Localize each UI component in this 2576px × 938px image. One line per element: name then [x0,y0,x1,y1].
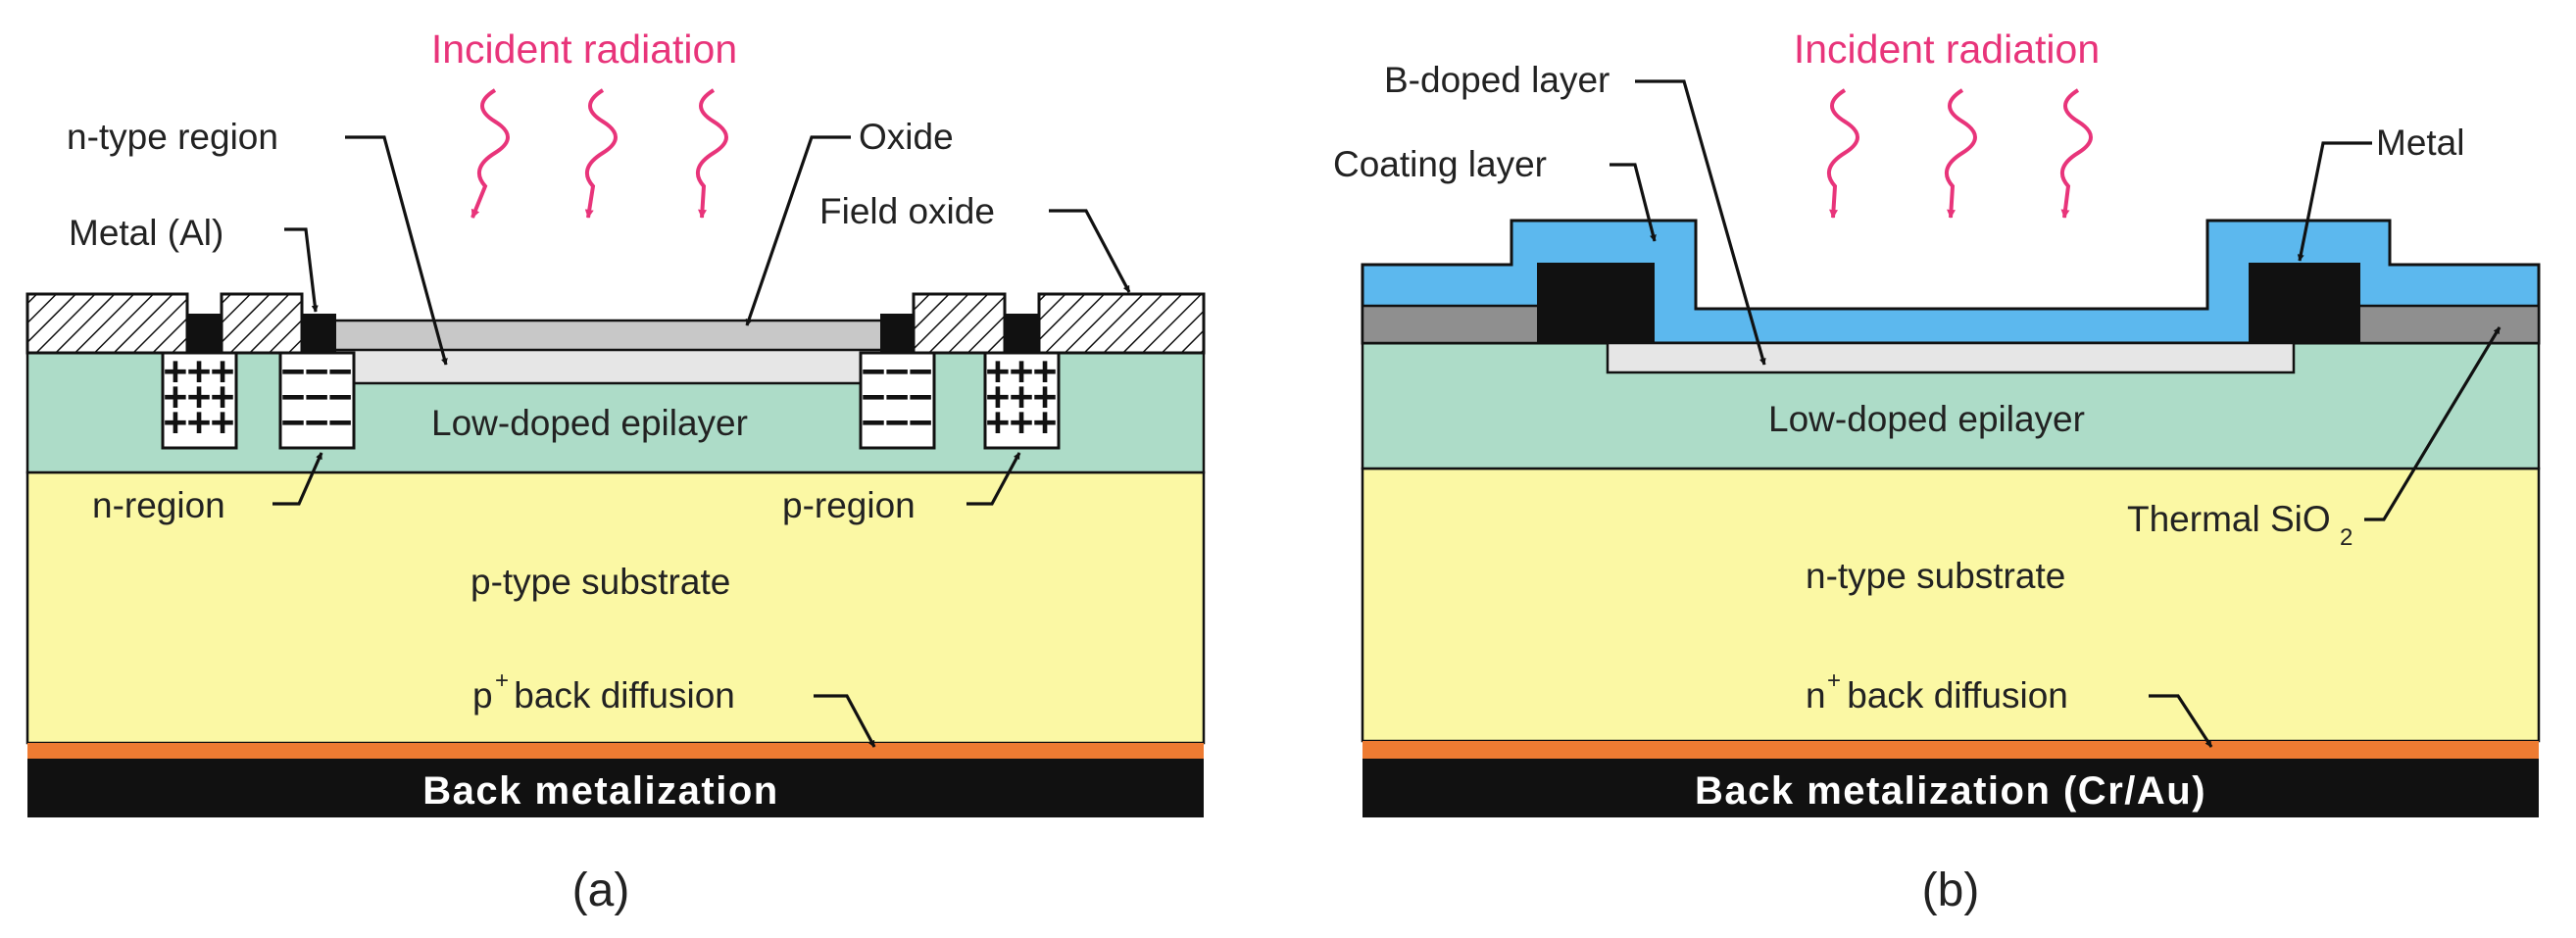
minus-signs: −−− [862,349,932,394]
a-radiation-arrows [471,88,728,219]
a-field-oxide-1 [25,292,189,355]
a-epilayer-label: Low-doped epilayer [431,403,748,443]
a-back-metal [27,759,1204,817]
plus-signs: +++ [986,349,1057,394]
b-leader-back-diffusion [2149,694,2213,748]
a-metal-contact-2 [302,314,336,353]
b-metal-label: Metal [2376,123,2464,163]
svg-text:back diffusion: back diffusion [1837,675,2068,716]
panel-b: Incident radiation B-doped layer Coating… [1333,26,2541,916]
b-incident-radiation-label: Incident radiation [1794,26,2100,72]
a-substrate-label: p-type substrate [471,562,730,602]
a-n-type-region-band [331,346,884,385]
minus-signs: −−− [281,349,352,394]
b-radiation-arrows [1826,88,2093,219]
b-back-diffusion-label: n + back diffusion [1806,667,2068,716]
b-b-doped-layer [1606,341,2296,374]
b-b-doped-layer-label: B-doped layer [1384,60,1610,100]
minus-signs: −−− [862,374,932,420]
b-substrate [1361,467,2541,743]
a-leader-back-diffusion [814,694,876,748]
svg-text:2: 2 [2340,524,2353,551]
a-field-oxide-4 [1037,292,1206,355]
radiation-wave-icon [1944,88,1977,219]
a-oxide-label: Oxide [859,117,954,157]
a-oxide-layer [331,319,884,352]
a-p-region-label: p-region [782,485,916,525]
plus-signs: +++ [164,349,234,394]
a-metal-contact-4 [1005,314,1039,353]
a-leader-n-type-region [345,135,448,366]
svg-text:+: + [495,667,509,694]
minus-signs: −−− [281,400,352,445]
radiation-wave-icon [1826,88,1859,219]
b-back-diffusion [1362,741,2539,759]
a-back-diffusion-label: p + back diffusion [472,667,735,716]
b-leader-thermal-sio2 [2364,326,2502,521]
b-coating-layer [1361,219,2541,345]
svg-text:Thermal SiO: Thermal SiO [2127,499,2331,539]
b-metal-right [2249,263,2360,343]
a-field-oxide-label: Field oxide [819,191,995,231]
b-leader-b-doped-layer [1635,79,1766,366]
minus-signs: −−− [862,400,932,445]
a-leader-field-oxide [1049,209,1131,293]
plus-signs: +++ [164,374,234,420]
b-back-metal-label: Back metalization (Cr/Au) [1695,769,2206,813]
a-back-metal-label: Back metalization [422,769,778,813]
radiation-wave-icon [584,88,618,219]
b-caption: (b) [1922,864,1980,916]
a-field-oxide-3 [912,292,1007,355]
plus-signs: +++ [164,400,234,445]
a-p-implant-right: +++ +++ +++ [983,349,1061,450]
a-n-implant-left: −−− −−− −−− [278,349,356,450]
b-thermal-sio2-label: Thermal SiO 2 [2127,499,2353,551]
b-leader-coating-layer [1610,163,1657,242]
radiation-wave-icon [2059,88,2093,219]
b-substrate-label: n-type substrate [1806,556,2065,596]
a-leader-p-region [966,452,1021,506]
b-back-metal [1362,759,2539,817]
a-leader-n-region [272,452,323,506]
a-leader-oxide [745,135,851,326]
b-leader-metal [2297,141,2372,262]
a-metal-contact-1 [187,314,222,353]
a-n-region-label: n-region [92,485,225,525]
radiation-wave-icon [471,88,510,219]
b-epilayer-label: Low-doped epilayer [1768,399,2085,439]
svg-text:+: + [1827,667,1841,694]
minus-signs: −−− [281,374,352,420]
radiation-wave-icon [695,88,728,219]
a-n-implant-right: −−− −−− −−− [859,349,936,450]
panel-a: +++ +++ +++ −−− −−− −−− −−− −−− −−− +++ … [25,26,1206,916]
svg-text:back diffusion: back diffusion [504,675,735,716]
plus-signs: +++ [986,400,1057,445]
svg-text:n: n [1806,675,1826,716]
a-field-oxide-2 [220,292,304,355]
a-substrate [25,470,1206,745]
a-leader-metal-al [284,227,319,313]
a-n-type-region-label: n-type region [67,117,278,157]
a-incident-radiation-label: Incident radiation [431,26,737,72]
a-p-implant-left: +++ +++ +++ [161,349,238,450]
b-coating-layer-label: Coating layer [1333,144,1547,184]
a-back-diffusion [27,743,1204,759]
a-metal-al-label: Metal (Al) [69,213,223,253]
svg-text:p: p [472,675,493,716]
b-metal-left [1537,263,1655,343]
a-caption: (a) [572,864,630,916]
plus-signs: +++ [986,374,1057,420]
a-metal-contact-3 [880,314,914,353]
